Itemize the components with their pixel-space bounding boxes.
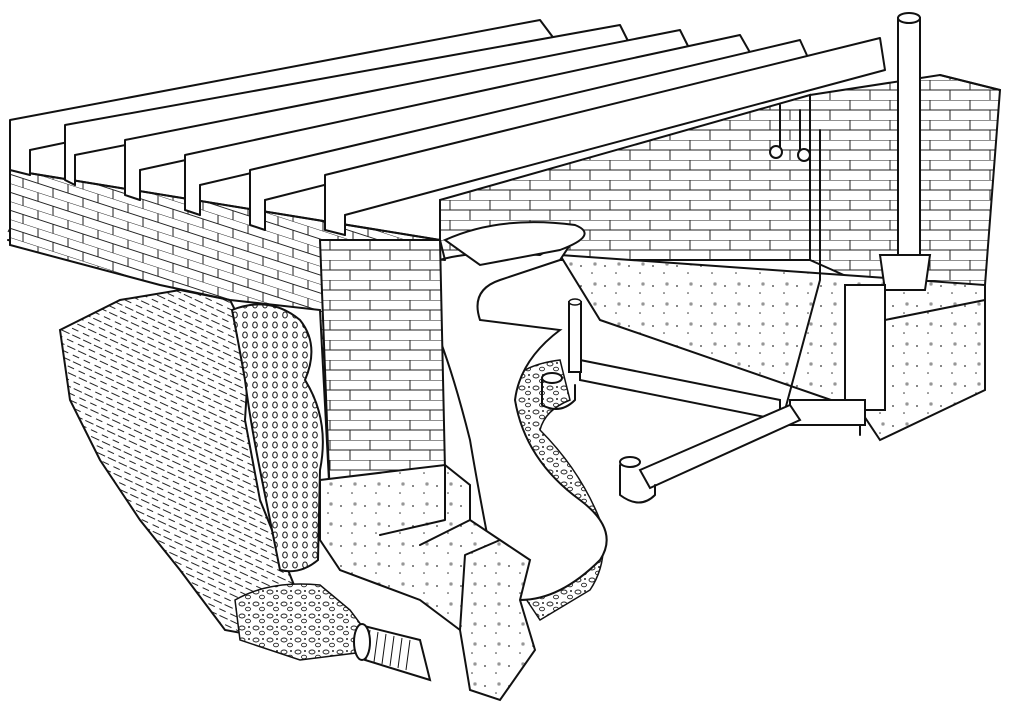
drain-tile bbox=[353, 623, 432, 682]
basement-slab bbox=[439, 221, 608, 601]
waste-pipes bbox=[541, 298, 866, 504]
drainage-membrane bbox=[230, 303, 324, 573]
floor-joists bbox=[9, 19, 886, 236]
water-supply-valves bbox=[769, 104, 821, 411]
brick-pier-corner bbox=[318, 239, 447, 502]
vent-stack bbox=[844, 12, 932, 411]
concrete-footing-front bbox=[319, 463, 537, 702]
